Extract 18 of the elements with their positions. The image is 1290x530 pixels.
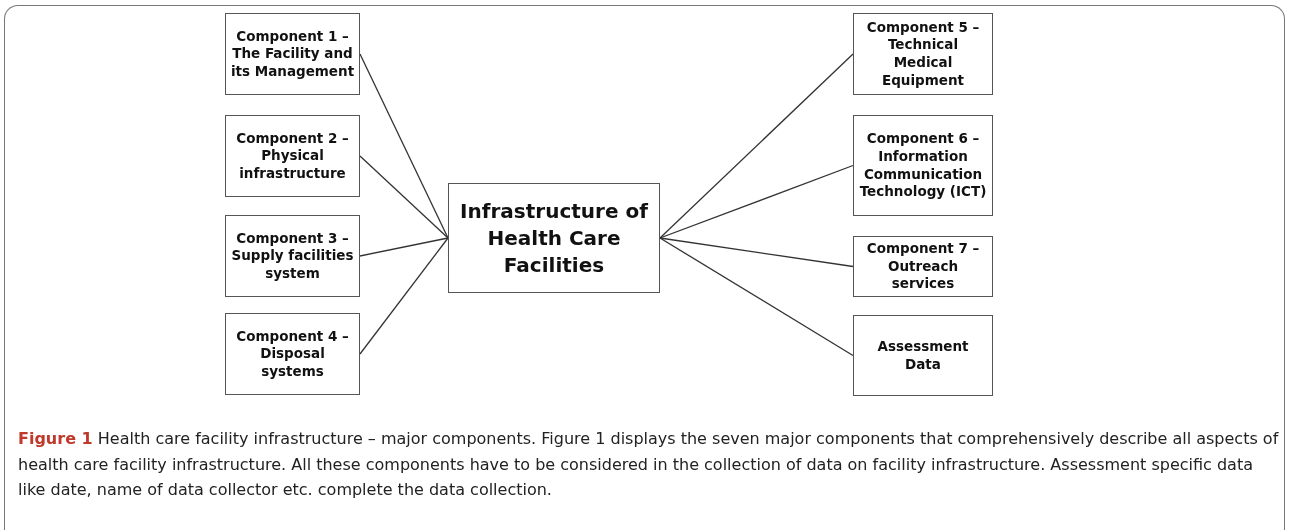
connector-line	[359, 237, 449, 355]
component-box: Component 3 – Supply facilities system	[225, 215, 360, 297]
figure-caption: Figure 1 Health care facility infrastructure – major components. Figure 1 displays the seven major components that comprehensively describe all aspects of health care facility infrastructure. All these components have to be considered in the collection of data on facility infrastructure. Assessment specific data like date, name of data collector etc. complete the data collection.	[18, 428, 1280, 502]
connector-line	[659, 237, 854, 268]
connector-line	[359, 155, 449, 239]
component-box: Component 5 – Technical Medical Equipment	[853, 13, 993, 95]
component-box: Assessment Data	[853, 315, 993, 396]
component-box: Component 2 – Physical infrastructure	[225, 115, 360, 197]
connector-line	[659, 53, 854, 239]
connector-line	[359, 53, 449, 239]
connector-line	[359, 237, 449, 257]
component-box: Component 6 – Information Communication Technology (ICT)	[853, 115, 993, 216]
connector-line	[659, 237, 854, 357]
central-box: Infrastructure of Health Care Facilities	[448, 183, 660, 293]
component-box: Component 7 – Outreach services	[853, 236, 993, 297]
component-box: Component 1 – The Facility and its Management	[225, 13, 360, 95]
component-box: Component 4 – Disposal systems	[225, 313, 360, 395]
connector-line	[659, 164, 854, 239]
